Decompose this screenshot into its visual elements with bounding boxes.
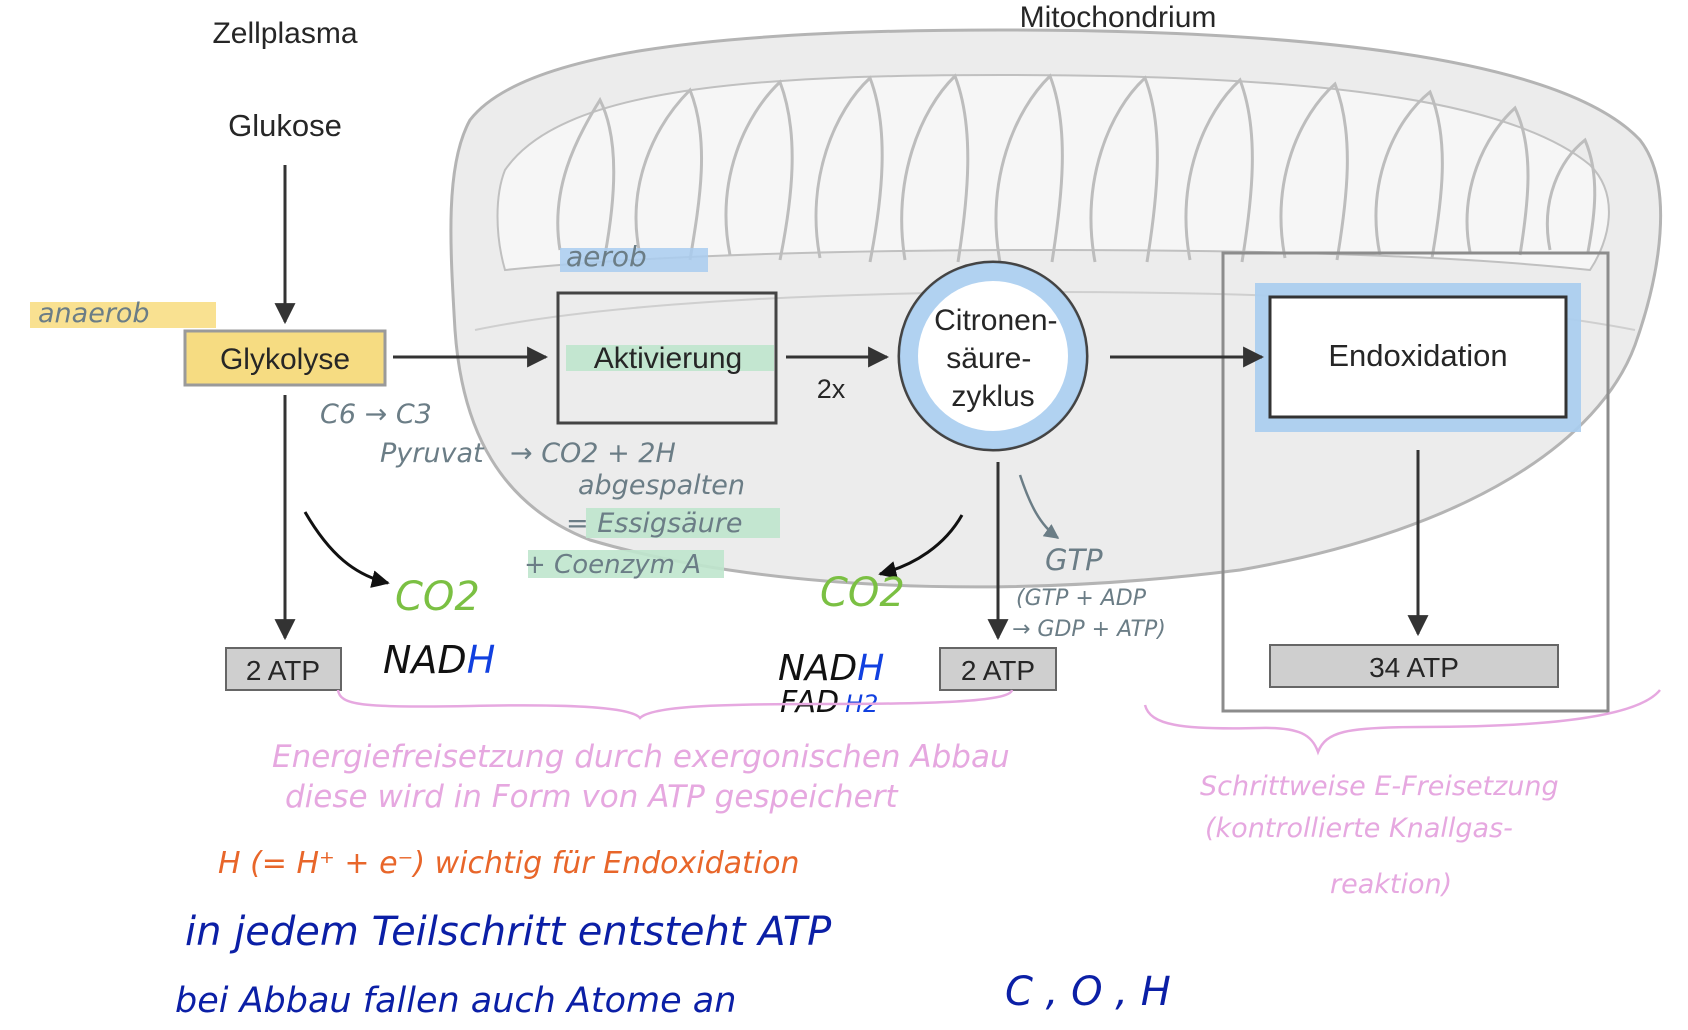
atp-end-oxidation-label: 34 ATP	[1369, 652, 1459, 683]
highlight-anaerob	[30, 302, 216, 328]
annotation-arrow-to-co2-left	[303, 511, 390, 588]
annotation-gtp: GTP	[1045, 543, 1103, 577]
glycolysis-label: Glykolyse	[220, 343, 350, 376]
end-oxidation-box	[1268, 295, 1568, 419]
atp-end-oxidation-box	[1269, 644, 1559, 688]
annotation-coenzym: + Coenzym A	[524, 550, 701, 580]
citric-acid-cycle-line-3: zyklus	[951, 380, 1034, 413]
annotation-atp-note: in jedem Teilschritt entsteht ATP	[185, 909, 832, 955]
citric-acid-cycle-highlight	[900, 263, 1086, 449]
annotation-nadh-right-main: NAD	[778, 648, 857, 689]
atp-citric-acid-cycle-box	[939, 647, 1057, 691]
annotation-fadh2-main: FAD	[780, 685, 839, 720]
flow-arrows	[274, 165, 1429, 641]
atp-citric-acid-cycle-label: 2 ATP	[961, 655, 1035, 686]
glycolysis-box	[183, 329, 387, 387]
annotation-gtp-arrow	[1018, 474, 1060, 540]
activation-step: Aktivierung	[556, 291, 778, 425]
end-oxidation-label: Endoxidation	[1328, 338, 1507, 373]
annotation-nadh-right: NADH	[778, 648, 884, 689]
highlight-coenzym	[528, 550, 724, 578]
multiplier-label: 2x	[817, 374, 846, 404]
region-label-cytoplasm: Zellplasma	[212, 17, 357, 50]
annotation-arrow-to-co2-right	[878, 514, 964, 579]
annotation-nadh-right-h: H	[857, 648, 884, 689]
annotation-essigsaeure: = Essigsäure	[566, 508, 742, 539]
atp-citric-acid-cycle: 2 ATP	[939, 647, 1057, 691]
atp-glycolysis: 2 ATP	[225, 647, 342, 691]
annotation-atoms-note: bei Abbau fallen auch Atome an	[175, 981, 736, 1021]
annotation-pyruvat: Pyruvat	[380, 438, 485, 469]
annotation-nadh-left-main: NAD	[383, 638, 467, 682]
annotation-nadh-left: NADH	[383, 638, 495, 682]
annotation-co2-2h: → CO2 + 2H	[510, 438, 676, 469]
annotation-c6-c3: C6 → C3	[320, 399, 432, 430]
annotation-abgespalten: abgespalten	[578, 470, 745, 501]
start-substance-label: Glukose	[228, 108, 342, 143]
annotation-energy-release-2: diese wird in Form von ATP gespeichert	[285, 779, 899, 815]
atp-glycolysis-label: 2 ATP	[246, 655, 320, 686]
citric-acid-cycle-step: Citronen- säure- zyklus	[897, 260, 1089, 452]
annotation-stepwise-1: Schrittweise E-Freisetzung	[1200, 771, 1559, 802]
citric-acid-cycle-circle	[897, 260, 1089, 452]
atp-glycolysis-box	[225, 647, 342, 691]
highlight-aktivierung	[566, 345, 774, 371]
annotation-co2-right: CO2	[820, 570, 905, 616]
annotation-brace-stepwise	[1143, 689, 1661, 756]
highlight-aerob	[560, 248, 708, 272]
mitochondrion-cristae	[556, 73, 1597, 263]
annotation-stepwise-2: (kontrollierte Knallgas-	[1205, 813, 1513, 844]
citric-acid-cycle-line-2: säure-	[946, 342, 1031, 375]
annotation-brace-energy	[336, 689, 1014, 720]
annotation-gtp-reaction-1: (GTP + ADP	[1016, 586, 1147, 611]
annotation-aerob: aerob	[566, 240, 647, 273]
annotation-nadh-left-h: H	[467, 638, 496, 682]
end-oxidation-frame	[1221, 251, 1610, 713]
citric-acid-cycle-label: Citronen- säure- zyklus	[934, 304, 1066, 413]
annotation-h-note: H (= H⁺ + e⁻) wichtig für Endoxidation	[218, 846, 799, 881]
glycolysis-step: Glykolyse	[183, 329, 387, 387]
activation-box	[556, 291, 778, 425]
citric-acid-cycle-line-1: Citronen-	[934, 304, 1057, 337]
annotation-co2-left: CO2	[395, 574, 480, 620]
annotation-gtp-reaction-2: → GDP + ATP)	[1012, 617, 1166, 642]
annotation-energy-release-1: Energiefreisetzung durch exergonischen A…	[272, 739, 1010, 775]
annotation-stepwise-3: reaktion)	[1330, 869, 1452, 900]
region-label-mitochondrion: Mitochondrium	[1020, 1, 1217, 34]
activation-label: Aktivierung	[594, 342, 742, 375]
annotation-atoms: C , O , H	[1005, 969, 1171, 1015]
annotation-anaerob: anaerob	[38, 298, 150, 329]
end-oxidation-step: Endoxidation	[1221, 251, 1610, 713]
atp-end-oxidation: 34 ATP	[1269, 644, 1559, 688]
highlight-essigsaeure	[586, 508, 780, 538]
